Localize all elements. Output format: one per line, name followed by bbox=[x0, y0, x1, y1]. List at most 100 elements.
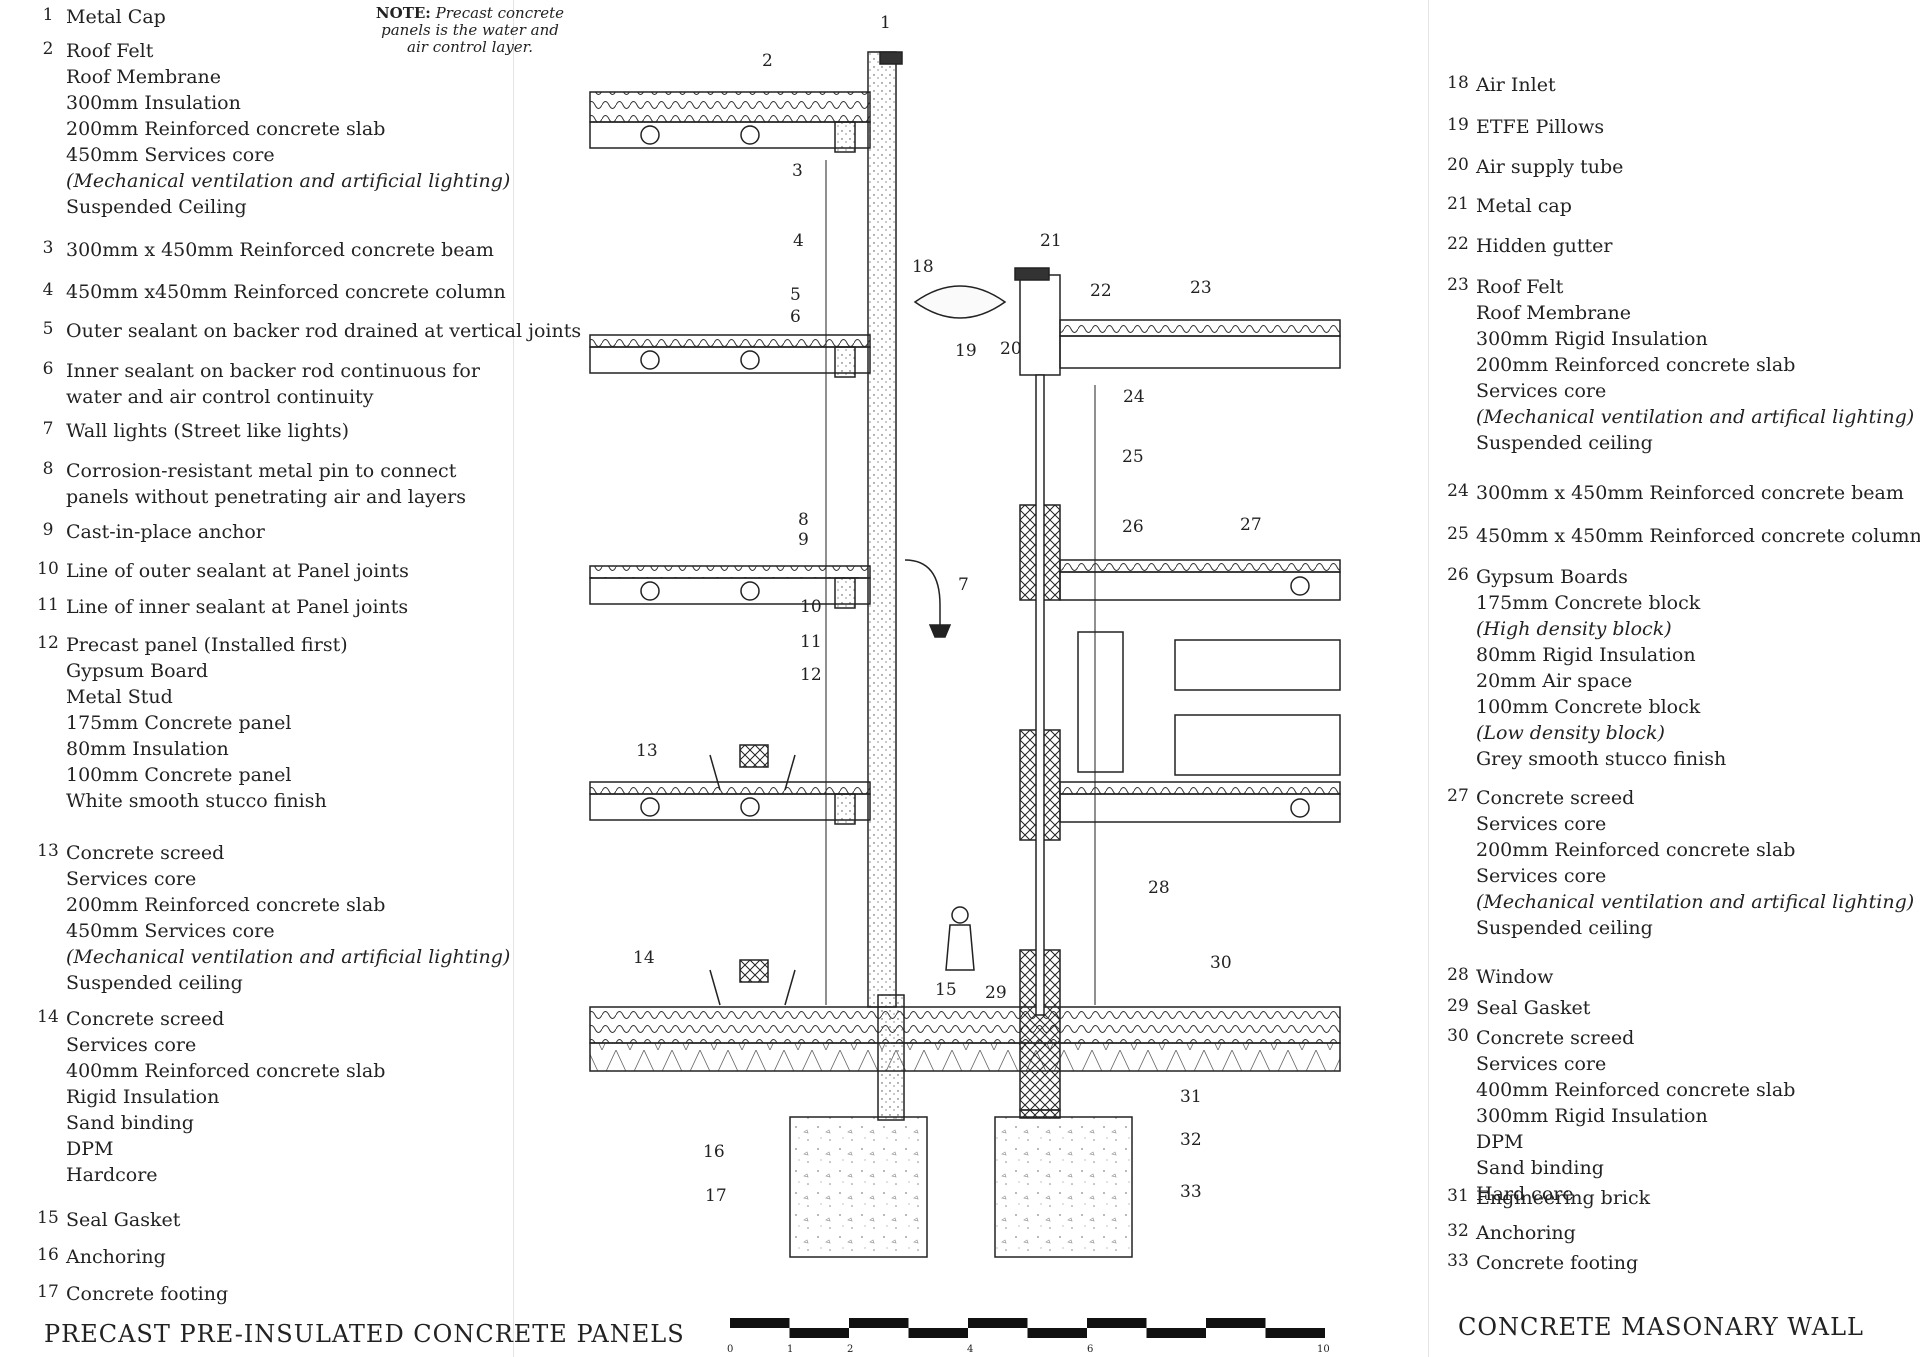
legend-text: 200mm Reinforced concrete slab bbox=[1476, 839, 1796, 861]
legend-item-12: 12 Precast panel (Installed first) Gypsum … bbox=[30, 632, 348, 814]
legend-text: 300mm x 450mm Reinforced concrete beam bbox=[1476, 482, 1904, 504]
legend-text: Line of inner sealant at Panel joints bbox=[66, 596, 409, 618]
legend-text: Metal Stud bbox=[66, 686, 173, 708]
callout-28: 28 bbox=[1148, 878, 1170, 898]
beam-left bbox=[834, 793, 856, 825]
legend-item-11: 11 Line of inner sealant at Panel joints bbox=[30, 594, 408, 620]
precast-panel-wall bbox=[867, 51, 897, 1008]
callout-32: 32 bbox=[1180, 1130, 1202, 1150]
legend-text: Air Inlet bbox=[1476, 74, 1556, 96]
callout-29: 29 bbox=[985, 983, 1007, 1003]
legend-number: 12 bbox=[37, 633, 59, 653]
legend-number: 28 bbox=[1447, 965, 1469, 985]
callout-7: 7 bbox=[958, 575, 969, 595]
legend-text: Gypsum Board bbox=[66, 660, 209, 682]
legend-number: 15 bbox=[37, 1208, 59, 1228]
scale-segment bbox=[908, 1328, 968, 1338]
legend-text: Sand binding bbox=[1476, 1157, 1604, 1179]
table-icon bbox=[739, 959, 769, 983]
lamp-shade-icon bbox=[928, 624, 952, 638]
legend-number: 30 bbox=[1447, 1026, 1469, 1046]
callout-24: 24 bbox=[1123, 387, 1145, 407]
legend-number: 7 bbox=[42, 419, 54, 439]
callout-14: 14 bbox=[633, 948, 655, 968]
callout-10: 10 bbox=[800, 597, 822, 617]
callout-26: 26 bbox=[1122, 517, 1144, 537]
callout-15: 15 bbox=[935, 980, 957, 1000]
legend-number: 14 bbox=[37, 1007, 59, 1027]
engineering-brick bbox=[1019, 1109, 1061, 1119]
legend-text: 175mm Concrete block bbox=[1476, 592, 1701, 614]
legend-number: 11 bbox=[37, 595, 59, 615]
callout-17: 17 bbox=[705, 1186, 727, 1206]
scale-segment bbox=[1265, 1328, 1325, 1338]
legend-number: 17 bbox=[37, 1282, 59, 1302]
footing-left bbox=[789, 1116, 928, 1258]
legend-number: 25 bbox=[1447, 524, 1469, 544]
duct-icon bbox=[740, 797, 760, 817]
legend-text: (Mechanical ventilation and artificial l… bbox=[66, 946, 511, 968]
services-core-right bbox=[1059, 571, 1341, 601]
legend-text: Suspended ceiling bbox=[1476, 432, 1653, 454]
legend-number: 32 bbox=[1447, 1221, 1469, 1241]
wall-light-icon bbox=[904, 559, 941, 625]
legend-text: Hardcore bbox=[66, 1164, 158, 1186]
legend-text: 80mm Insulation bbox=[66, 738, 229, 760]
floor-slab-left bbox=[589, 334, 871, 348]
scale-segment bbox=[1087, 1318, 1147, 1328]
legend-number: 6 bbox=[42, 359, 54, 379]
legend-number: 1 bbox=[42, 5, 54, 25]
scale-label: 10 bbox=[1317, 1344, 1330, 1355]
legend-text: Outer sealant on backer rod drained at v… bbox=[66, 320, 582, 342]
scale-segment bbox=[789, 1328, 849, 1338]
callout-9: 9 bbox=[798, 530, 809, 550]
legend-number: 3 bbox=[42, 238, 54, 258]
legend-text: Services core bbox=[66, 1034, 197, 1056]
callout-30: 30 bbox=[1210, 953, 1232, 973]
metal-cap-left bbox=[879, 51, 903, 65]
legend-number: 13 bbox=[37, 841, 59, 861]
legend-text: Hidden gutter bbox=[1476, 235, 1613, 257]
services-core-left bbox=[589, 346, 871, 374]
callout-16: 16 bbox=[703, 1142, 725, 1162]
legend-text: 200mm Reinforced concrete slab bbox=[66, 894, 386, 916]
legend-text: 450mm Services core bbox=[66, 144, 275, 166]
legend-number: 26 bbox=[1447, 565, 1469, 585]
legend-number: 29 bbox=[1447, 996, 1469, 1016]
roof-slab-left bbox=[589, 91, 871, 123]
callout-6: 6 bbox=[790, 307, 801, 327]
legend-text: Rigid Insulation bbox=[66, 1086, 220, 1108]
legend-number: 21 bbox=[1447, 194, 1469, 214]
metal-cap-right bbox=[1014, 267, 1050, 281]
floor-slab-right bbox=[1059, 559, 1341, 573]
callout-22: 22 bbox=[1090, 281, 1112, 301]
legend-number: 20 bbox=[1447, 155, 1469, 175]
legend-text: Precast panel (Installed first) bbox=[66, 634, 348, 656]
legend-text: 200mm Reinforced concrete slab bbox=[1476, 354, 1796, 376]
legend-text: 450mm Services core bbox=[66, 920, 275, 942]
services-core-roof-right bbox=[1059, 335, 1341, 369]
refrigerator-icon bbox=[1077, 631, 1124, 773]
legend-text: Services core bbox=[66, 868, 197, 890]
legend-text: 100mm Concrete panel bbox=[66, 764, 292, 786]
scale-label: 2 bbox=[847, 1344, 853, 1355]
callout-11: 11 bbox=[800, 632, 822, 652]
scale-label: 0 bbox=[727, 1344, 733, 1355]
legend-text: panels without penetrating air and layer… bbox=[66, 486, 466, 508]
legend-text: Wall lights (Street like lights) bbox=[66, 420, 349, 442]
duct-icon bbox=[740, 350, 760, 370]
title-precast-panels: PRECAST PRE-INSULATED CONCRETE PANELS bbox=[44, 1320, 685, 1348]
legend-text: Roof Felt bbox=[1476, 276, 1564, 298]
legend-text: 20mm Air space bbox=[1476, 670, 1633, 692]
legend-text: (High density block) bbox=[1476, 618, 1672, 640]
